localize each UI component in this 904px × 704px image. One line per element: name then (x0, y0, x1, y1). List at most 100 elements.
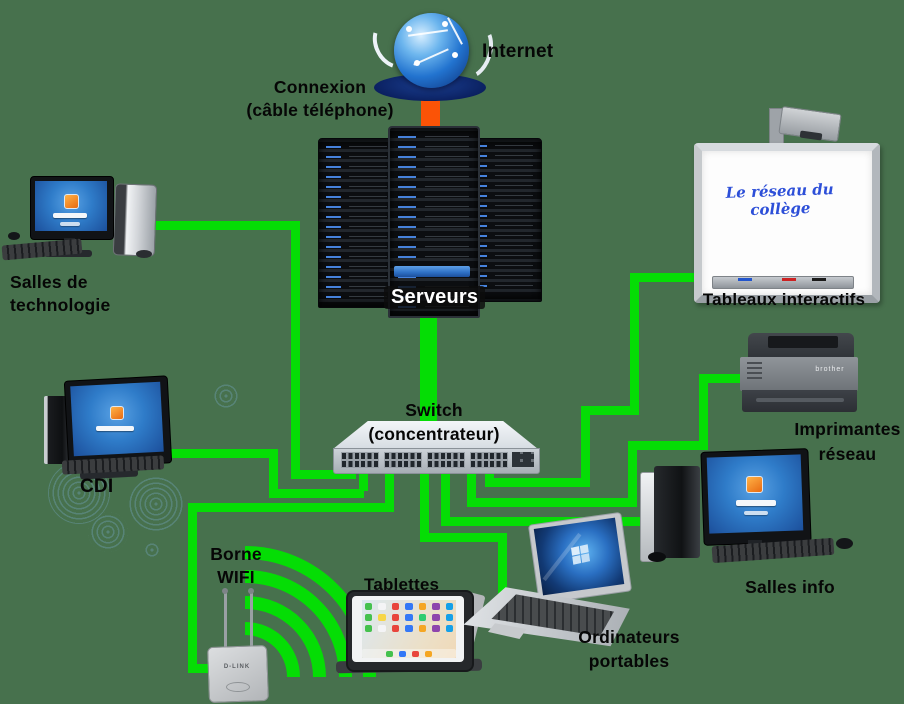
globe-network-node (406, 26, 412, 32)
label-wifi-line1: Borne (210, 544, 262, 564)
label-info-rooms: Salles info (745, 577, 835, 597)
tech-tower-foot (136, 250, 152, 258)
cdi-login-avatar (110, 406, 124, 420)
tablet-app-icons (365, 603, 453, 632)
cable-switch-laptop (498, 533, 507, 595)
wifi-antenna (224, 592, 227, 648)
cable-switch-cdi (269, 489, 364, 498)
switch-port-group (470, 452, 508, 468)
label-switch: Switch (concentrateur) (358, 398, 510, 446)
cable-switch-laptop (420, 461, 429, 542)
cable-switch-printer (467, 461, 476, 507)
whiteboard-pen (782, 278, 796, 281)
label-connection: Connexion (câble téléphone) (242, 76, 398, 122)
whiteboard-writing: Le réseau du collège (725, 180, 834, 220)
cable-switch-whiteboard (485, 478, 590, 487)
cable-switch-laptop (420, 533, 507, 542)
label-whiteboards: Tableaux interactifs (702, 290, 866, 309)
label-printers: Imprimantes réseau (790, 417, 904, 467)
cable-switch-whiteboard (630, 273, 700, 282)
cable-switch-printer (628, 441, 708, 450)
label-tablets: Tablettes (364, 575, 440, 594)
label-wifi: Borne WIFI (190, 543, 282, 589)
cable-switch-tech (291, 221, 300, 479)
whiteboard-pen (812, 278, 826, 281)
wifi-access-point (207, 644, 269, 704)
infolab-login-avatar (746, 476, 763, 493)
label-laptops: Ordinateurs portables (566, 625, 692, 673)
tech-mouse (8, 232, 20, 240)
label-switch-line2: (concentrateur) (368, 424, 500, 444)
tech-login-button (60, 222, 80, 226)
cable-switch-infolab (441, 461, 450, 526)
cable-switch-printer (628, 441, 637, 507)
infolab-tower-foot (648, 552, 666, 562)
cable-switch-wifi (385, 461, 394, 511)
switch-top-face (333, 421, 538, 449)
switch-port-group (427, 452, 465, 468)
server-rack-left (318, 138, 396, 308)
internet-globe-icon (394, 13, 469, 88)
label-laptops-line2: portables (588, 651, 670, 671)
wifi-antenna (250, 592, 253, 648)
label-connection-line2: (câble téléphone) (246, 100, 394, 120)
tech-login-field (53, 213, 87, 218)
infolab-login-field (736, 500, 776, 506)
cable-switch-cdi (359, 461, 368, 491)
globe-network-node (452, 52, 458, 58)
cable-switch-printer (467, 498, 637, 507)
globe-network-node (414, 60, 420, 66)
infolab-login-button (744, 511, 768, 515)
cable-switch-printer (699, 374, 708, 450)
wifi-access-point-logo (226, 682, 250, 692)
tech-tower (112, 183, 158, 257)
cable-switch-cdi (148, 449, 278, 458)
cable-switch-wifi (188, 503, 394, 512)
tablet-dock (362, 649, 456, 658)
switch-uplink-ports (512, 452, 534, 467)
cable-switch-cdi (269, 449, 278, 498)
infolab-monitor-screen (706, 454, 804, 534)
label-switch-line1: Switch (405, 400, 463, 420)
label-servers: Serveurs (384, 286, 486, 309)
switch-port-group (384, 452, 422, 468)
label-wifi-line2: WIFI (217, 567, 255, 587)
whiteboard-pen (738, 278, 752, 281)
infolab-tower (654, 466, 700, 558)
cable-switch-tech (152, 221, 300, 230)
cable-servers-switch (420, 308, 437, 446)
infolab-mouse (836, 538, 853, 549)
cable-internet-servers (421, 92, 440, 136)
windows-logo-icon (570, 544, 591, 565)
label-printers-line1: Imprimantes (794, 419, 901, 439)
tech-keyboard (1, 238, 83, 261)
printer-vent (747, 362, 762, 382)
speckle-decoration (128, 476, 184, 532)
wifi-antenna-tip (222, 588, 228, 594)
switch-port-group (341, 452, 379, 468)
label-connection-line1: Connexion (273, 77, 367, 97)
cable-switch-wifi (188, 664, 216, 673)
label-laptops-line1: Ordinateurs (578, 627, 680, 647)
cable-switch-whiteboard (630, 273, 639, 415)
cable-switch-whiteboard (581, 406, 590, 487)
printer-tray-handle (756, 398, 844, 402)
cdi-login-field (96, 426, 134, 431)
wifi-antenna-tip (248, 588, 254, 594)
label-tech-rooms: Salles de technologie (10, 272, 111, 315)
speckle-decoration (144, 542, 160, 558)
tech-login-avatar (64, 194, 79, 209)
label-printers-line2: réseau (818, 444, 877, 464)
globe-network-node (442, 21, 448, 27)
printer-output-tray (768, 336, 838, 348)
speckle-decoration (212, 382, 240, 410)
cable-switch-tech (291, 470, 356, 479)
cable-switch-printer (699, 374, 743, 383)
wifi-access-point-brand: D-LINK (223, 664, 251, 670)
label-cdi: CDI (80, 476, 114, 497)
cable-switch-wifi (188, 503, 197, 673)
speckle-decoration (88, 512, 128, 552)
cable-switch-whiteboard (581, 406, 639, 415)
printer-brand: brother (815, 366, 845, 373)
